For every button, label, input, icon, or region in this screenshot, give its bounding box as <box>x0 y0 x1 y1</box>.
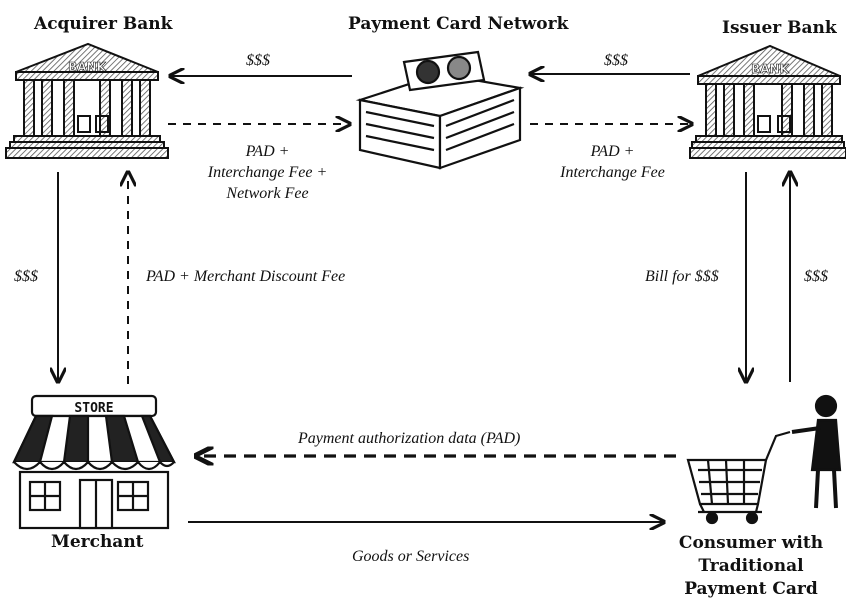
label-network-to-issuer: PAD + Interchange Fee <box>540 141 685 183</box>
label-merchant-to-acquirer: PAD + Merchant Discount Fee <box>146 268 346 285</box>
store-icon <box>12 394 176 530</box>
label-merchant-to-consumer: Goods or Services <box>352 548 470 565</box>
label-consumer-to-merchant: Payment authorization data (PAD) <box>298 430 521 447</box>
label-network-to-issuer-line2: Interchange Fee <box>560 164 665 181</box>
consumer-title-line2: Traditional <box>698 556 804 576</box>
acquirer-bank-icon <box>5 42 169 159</box>
payment-network-icon <box>355 50 525 170</box>
acquirer-bank-title: Acquirer Bank <box>34 14 173 34</box>
merchant-title: Merchant <box>51 532 144 552</box>
issuer-bank-sign: BANK <box>751 62 789 76</box>
issuer-bank-icon <box>689 44 846 159</box>
label-acquirer-to-network-line3: Network Fee <box>226 185 309 202</box>
acquirer-bank-sign: BANK <box>68 60 106 74</box>
issuer-bank-title: Issuer Bank <box>722 18 837 38</box>
label-issuer-to-consumer: Bill for $$$ <box>645 268 719 285</box>
label-acquirer-to-network-line2: Interchange Fee + <box>207 164 328 181</box>
label-acquirer-to-merchant: $$$ <box>14 268 38 285</box>
consumer-shopping-icon <box>686 394 842 525</box>
label-acquirer-to-network: PAD + Interchange Fee + Network Fee <box>180 141 355 204</box>
consumer-title-line1: Consumer with <box>678 533 824 553</box>
label-issuer-to-network: $$$ <box>604 52 628 69</box>
label-acquirer-to-network-line1: PAD + <box>245 143 290 160</box>
store-sign: STORE <box>74 401 113 416</box>
consumer-title-line3: Payment Card <box>684 579 818 599</box>
payment-card-network-title: Payment Card Network <box>348 14 569 34</box>
consumer-title: Consumer with Traditional Payment Card <box>676 532 826 601</box>
label-network-to-issuer-line1: PAD + <box>590 143 635 160</box>
label-network-to-acquirer: $$$ <box>246 52 270 69</box>
label-consumer-to-issuer: $$$ <box>804 268 828 285</box>
